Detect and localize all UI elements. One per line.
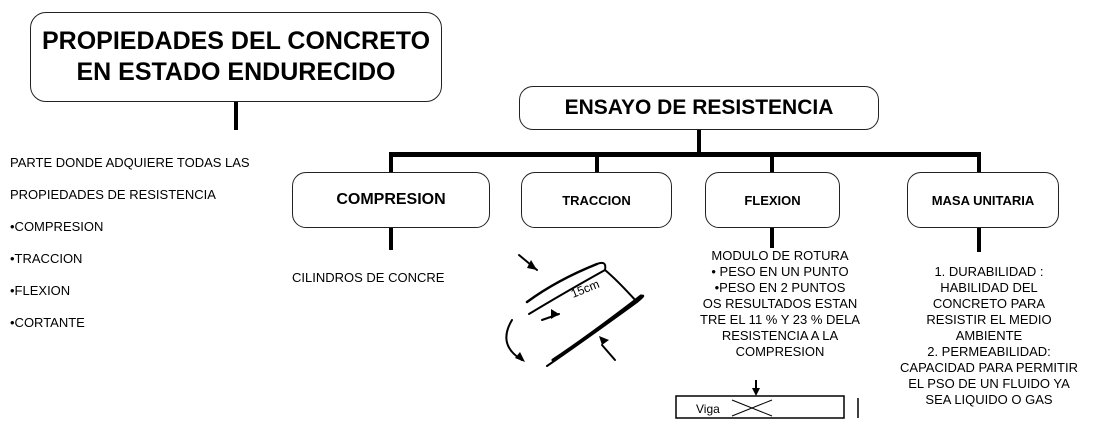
left-description: PARTE DONDE ADQUIERE TODAS LAS PROPIEDAD…	[10, 139, 250, 347]
main-concept-box: PROPIEDADES DEL CONCRETO EN ESTADO ENDUR…	[30, 12, 442, 102]
list-item: •TRACCION	[10, 251, 83, 266]
flexion-note-line: • PESO EN UN PUNTO	[711, 264, 849, 279]
masa-sub-connector	[977, 228, 981, 252]
list-item: •COMPRESION	[10, 219, 104, 234]
compresion-box: COMPRESION	[292, 172, 490, 228]
masa-unitaria-box: MASA UNITARIA	[907, 172, 1059, 228]
compresion-note-clip: CILINDROS DE CONCRE	[292, 270, 466, 288]
masa-note-line: SEA LIQUIDO O GAS	[925, 392, 1053, 407]
test-connector	[697, 130, 701, 154]
main-title-line1: PROPIEDADES DEL CONCRETO	[41, 27, 431, 55]
branch-drop-traccion	[595, 152, 599, 172]
traccion-sketch-label: 15cm	[569, 277, 601, 301]
masa-note-line: CAPACIDAD PARA PERMITIR	[900, 360, 1078, 375]
compresion-note: CILINDROS DE CONCRE	[292, 270, 445, 285]
flexion-note-line: TRE EL 11 % Y 23 % DELA	[700, 312, 860, 327]
flexion-note-line: OS RESULTADOS ESTAN	[702, 296, 858, 311]
flexion-box: FLEXION	[705, 172, 840, 228]
main-title-line2: EN ESTADO ENDURECIDO	[76, 58, 396, 86]
branch-drop-masa	[977, 152, 981, 172]
flexion-note-line: COMPRESION	[735, 344, 825, 359]
masa-note-line: HABILIDAD DEL	[940, 280, 1038, 295]
list-item: •CORTANTE	[10, 315, 85, 330]
masa-note-line: EL PSO DE UN FLUIDO YA	[908, 376, 1070, 391]
flexion-notes: MODULO DE ROTURA • PESO EN UN PUNTO •PES…	[690, 248, 870, 360]
branch-bar	[389, 152, 981, 157]
main-connector	[234, 102, 238, 130]
flexion-note-line: MODULO DE ROTURA	[711, 248, 849, 263]
list-item: •FLEXION	[10, 283, 71, 298]
test-box: ENSAYO DE RESISTENCIA	[519, 86, 879, 130]
masa-note-line: 1. DURABILIDAD :	[934, 264, 1044, 279]
flexion-note-line: •PESO EN 2 PUNTOS	[714, 280, 846, 295]
masa-unitaria-notes: 1. DURABILIDAD : HABILIDAD DEL CONCRETO …	[880, 264, 1098, 408]
masa-note-line: AMBIENTE	[955, 328, 1023, 343]
branch-drop-flexion	[770, 152, 774, 172]
flexion-beam-sketch: Viga	[675, 380, 859, 419]
compresion-sub-connector	[389, 228, 393, 250]
masa-note-line: RESISTIR EL MEDIO	[926, 312, 1052, 327]
masa-note-line: CONCRETO PARA	[932, 296, 1046, 311]
intro-line2: PROPIEDADES DE RESISTENCIA	[10, 187, 216, 202]
masa-note-line: 2. PERMEABILIDAD:	[927, 344, 1051, 359]
traccion-specimen-sketch: 15cm	[505, 254, 645, 367]
intro-line1: PARTE DONDE ADQUIERE TODAS LAS	[10, 155, 250, 170]
flexion-sketch-label: Viga	[696, 402, 720, 416]
flexion-sub-connector	[770, 228, 774, 248]
flexion-note-line: RESISTENCIA A LA	[721, 328, 839, 343]
branch-drop-compresion	[389, 152, 393, 172]
traccion-box: TRACCION	[521, 172, 672, 228]
